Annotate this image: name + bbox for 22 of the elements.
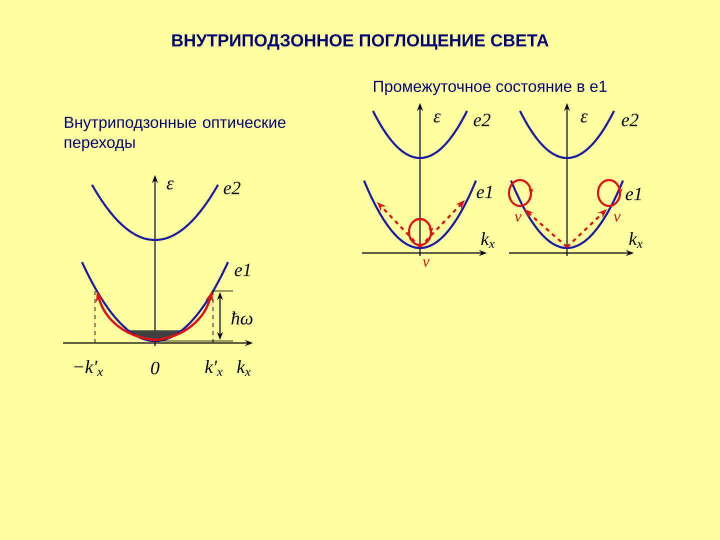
- axis-label: e1: [626, 188, 641, 200]
- axis-label: ħω: [231, 311, 252, 325]
- point-label: ν: [422, 259, 430, 267]
- axis-label: ε: [434, 114, 441, 122]
- axis-label: ε: [580, 114, 588, 122]
- axis-label: k$_{x}$: [237, 360, 251, 376]
- axis-label: e2: [224, 182, 240, 194]
- axis-label: e1: [234, 264, 250, 276]
- axis-label: k$_{x}$: [629, 232, 643, 248]
- axis-label: e2: [622, 114, 638, 126]
- axis-label: k$_{x}$: [481, 232, 495, 248]
- axis-label: k'$_{x}$: [205, 360, 223, 376]
- axis-label: −k'$_{x}$: [74, 360, 103, 376]
- axis-label: ε: [166, 180, 174, 190]
- axis-label: e2: [474, 114, 490, 126]
- panel-heading: Внутриподзонные оптические переходы: [64, 116, 286, 152]
- axis-label: 0: [151, 362, 160, 374]
- axis-label: e1: [476, 186, 492, 198]
- point-label: ν: [614, 214, 621, 222]
- title: ВНУТРИПОДЗОННОЕ ПОГЛОЩЕНИЕ СВЕТА: [172, 34, 548, 50]
- panel-heading: Промежуточное состояние в e1: [374, 80, 607, 96]
- point-label: ν: [514, 214, 522, 222]
